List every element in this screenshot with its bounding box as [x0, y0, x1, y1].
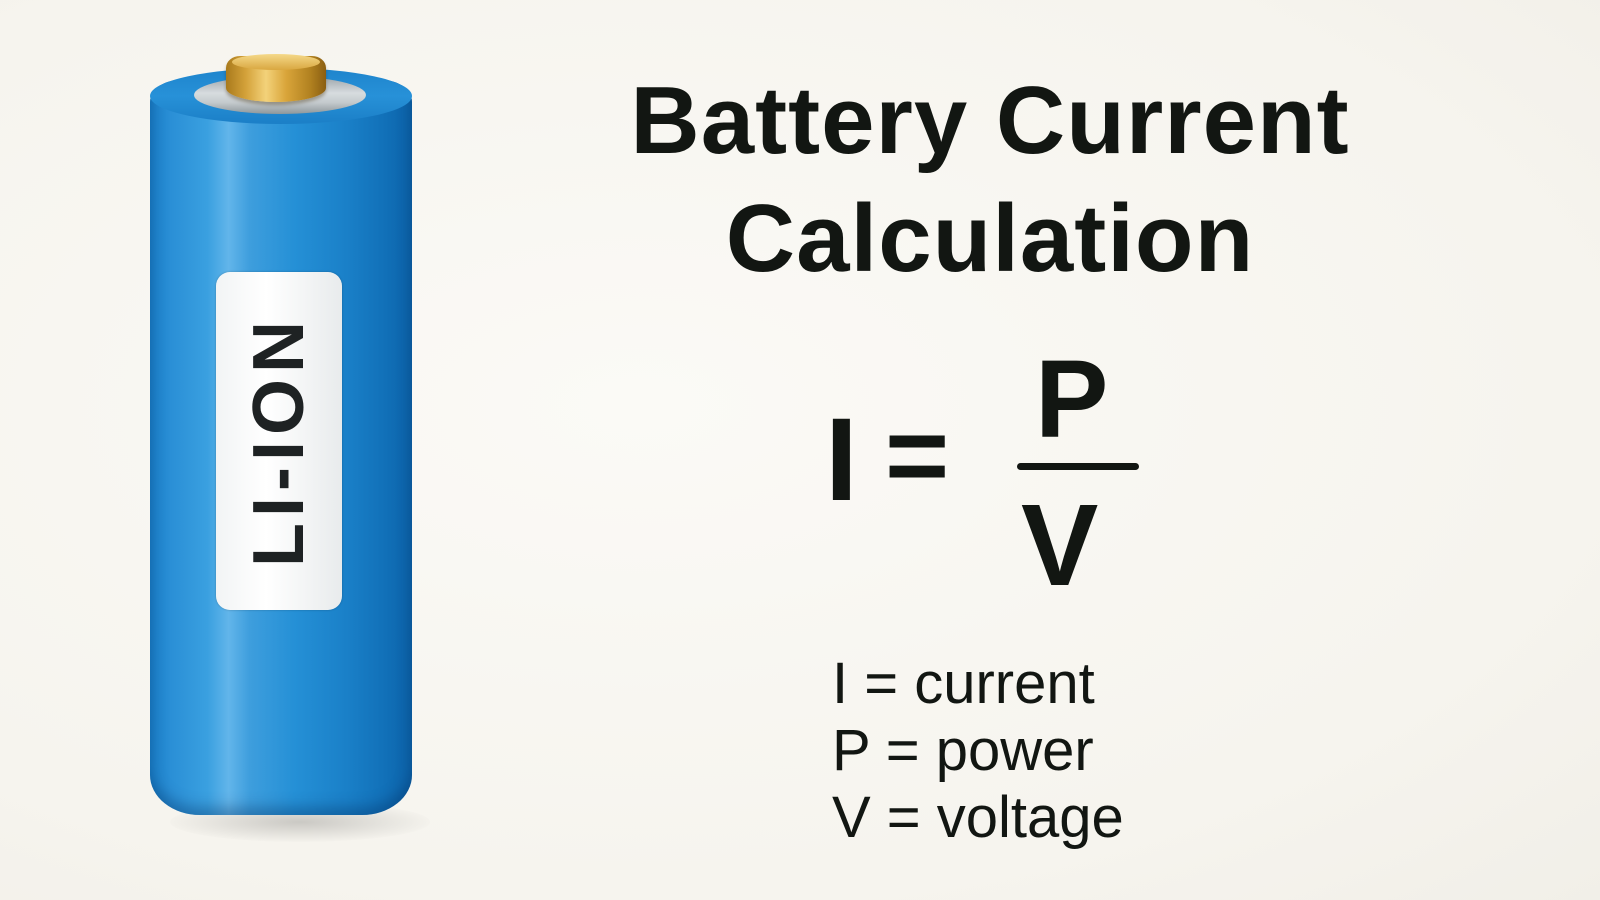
- title-line-2: Calculation: [725, 185, 1255, 292]
- battery-label-text: LI-ION: [239, 315, 319, 567]
- formula-numerator: P: [1035, 338, 1109, 461]
- variable-legend: I = current P = power V = voltage: [832, 650, 1124, 851]
- formula-lhs: I: [825, 394, 858, 526]
- battery-label: LI-ION: [216, 272, 342, 610]
- title-line-1: Battery Current: [630, 67, 1350, 174]
- battery-positive-terminal: [226, 54, 326, 102]
- formula-equals-sign: =: [885, 394, 950, 517]
- legend-item-current: I = current: [832, 651, 1095, 716]
- formula: I = P V: [825, 345, 1155, 605]
- battery-illustration: LI-ION: [150, 50, 430, 842]
- legend-item-voltage: V = voltage: [832, 785, 1124, 850]
- legend-item-power: P = power: [832, 718, 1094, 783]
- formula-denominator: V: [1021, 480, 1099, 610]
- page-title: Battery Current Calculation: [520, 62, 1460, 298]
- fraction-bar: [1017, 463, 1139, 470]
